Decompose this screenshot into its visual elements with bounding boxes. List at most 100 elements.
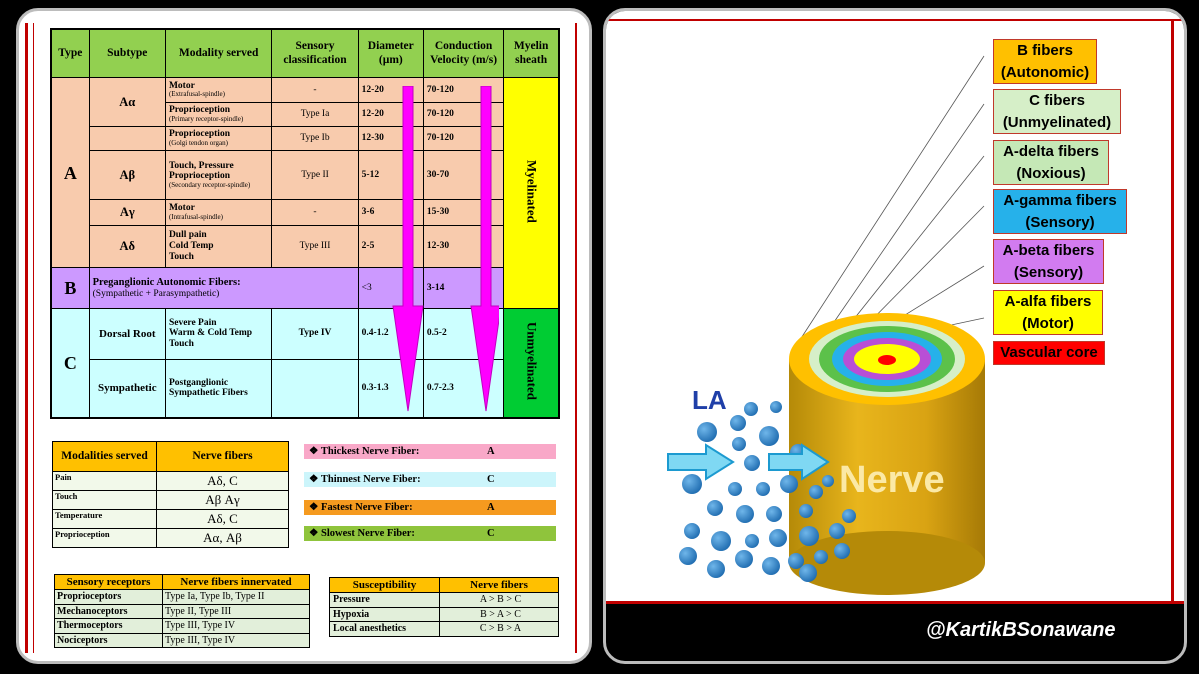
susceptibility-label: Hypoxia [329, 606, 440, 622]
susceptibility-fiber-header: Nerve fibers [439, 577, 559, 593]
subtype-a-delta: Aδ [88, 224, 166, 269]
fiber-value: Aβ Aγ [156, 490, 289, 510]
header-diameter: Diameter (µm) [357, 28, 424, 79]
fact-thickest: ❖ Thickest Nerve Fiber:A [304, 444, 556, 459]
label-a-beta-fibers: A-beta fibers(Sensory) [993, 239, 1104, 284]
header-modality: Modality served [164, 28, 273, 79]
leader-lines [795, 55, 985, 359]
fiber-value: Aδ, C [156, 471, 289, 491]
fact-slowest: ❖ Slowest Nerve Fiber:C [304, 526, 556, 541]
receptor-value: Type III, Type IV [162, 618, 310, 634]
author-handle: @KartikBSonawane [926, 619, 1116, 641]
modality-cell: Proprioception(Primary receptor-spindle) [164, 101, 273, 128]
modality-cell: Proprioception(Golgi tendon organ) [164, 125, 273, 152]
modality-label: Proprioception [52, 528, 157, 548]
vascular-core [878, 355, 896, 365]
left-red-line-thin [33, 23, 34, 653]
type-c-cell: C [50, 307, 90, 419]
nerve-label: Nerve [839, 459, 945, 501]
receptor-value: Type III, Type IV [162, 632, 310, 648]
header-subtype: Subtype [88, 28, 166, 79]
receptor-label: Thermoceptors [54, 618, 163, 634]
la-arrow-right [768, 443, 830, 481]
class-cell: Type IV [271, 307, 359, 360]
fiber-value: Aα, Aβ [156, 528, 289, 548]
b-row-cell: Preganglionic Autonomic Fibers:(Sympathe… [88, 267, 359, 309]
la-label: LA [692, 385, 727, 415]
receptor-header: Sensory receptors [54, 574, 163, 590]
fact-thinnest: ❖ Thinnest Nerve Fiber:C [304, 472, 556, 487]
label-a-alfa-fibers: A-alfa fibers(Motor) [993, 290, 1103, 335]
receptor-label: Nociceptors [54, 632, 163, 648]
header-myelin: Myelin sheath [503, 28, 560, 79]
sensory-receptor-table: Sensory receptors Nerve fibers innervate… [54, 574, 310, 648]
type-b-cell: B [50, 267, 90, 309]
la-arrow-left [667, 443, 735, 481]
subtype-a-gamma: Aγ [88, 199, 166, 226]
class-cell: Type Ia [271, 101, 359, 128]
class-cell [271, 358, 359, 419]
label-b-fibers: B fibers(Autonomic) [993, 39, 1097, 84]
modality-label: Pain [52, 471, 157, 491]
modality-cell: Motor(Intrafusal-spindle) [164, 199, 273, 226]
la-arrows [667, 443, 830, 481]
left-panel: Type Subtype Modality served Sensory cla… [16, 8, 592, 664]
subtype-blank [88, 126, 166, 152]
label-c-fibers: C fibers(Unmyelinated) [993, 89, 1121, 134]
right-red-line [575, 23, 577, 653]
modality-label: Touch [52, 490, 157, 510]
label-vascular-core: Vascular core [993, 341, 1105, 365]
receptor-label: Proprioceptors [54, 589, 163, 605]
velocity-down-arrow [470, 86, 499, 412]
nerve-diagram: LA Nerve [667, 55, 985, 595]
receptor-label: Mechanoceptors [54, 603, 163, 619]
type-a-cell: A [50, 77, 90, 269]
class-cell: Type III [271, 224, 359, 269]
subtype-a-beta: Aβ [88, 150, 166, 201]
modality-header: Modalities served [52, 441, 157, 472]
right-panel: LA Nerve B fibers(Autonomic) C fibers(Un… [603, 8, 1187, 664]
modality-cell: Motor(Extrafusal-spindle) [164, 77, 273, 103]
nerve-fiber-header: Nerve fibers [156, 441, 289, 472]
unmyelinated-cell: Unmyelinated [503, 307, 560, 419]
fiber-value: Aδ, C [156, 509, 289, 529]
susceptibility-value: A > B > C [439, 592, 559, 608]
header-velocity: Conduction Velocity (m/s) [422, 28, 505, 79]
header-type: Type [50, 28, 90, 79]
susceptibility-label: Local anesthetics [329, 621, 440, 637]
susceptibility-value: B > A > C [439, 606, 559, 622]
susceptibility-value: C > B > A [439, 621, 559, 637]
innervated-header: Nerve fibers innervated [162, 574, 310, 590]
header-sensory-class: Sensory classification [271, 28, 359, 79]
receptor-value: Type Ia, Type Ib, Type II [162, 589, 310, 605]
subtype-a-alpha: Aα [88, 77, 166, 127]
subtype-sympathetic: Sympathetic [88, 358, 166, 419]
decreasing-arrows [392, 86, 499, 412]
class-cell: Type Ib [271, 125, 359, 152]
bottom-red-line [606, 601, 1184, 604]
fact-fastest: ❖ Fastest Nerve Fiber:A [304, 500, 556, 515]
label-a-gamma-fibers: A-gamma fibers(Sensory) [993, 189, 1127, 234]
class-cell: - [271, 77, 359, 103]
left-red-line [25, 23, 28, 653]
top-red-line [606, 19, 1184, 21]
